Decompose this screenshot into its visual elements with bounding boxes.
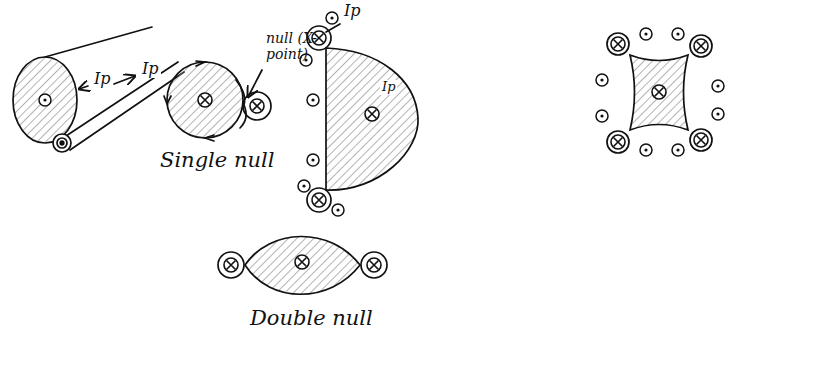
current-label: Ip — [140, 60, 161, 78]
shape-caption: Double null — [250, 306, 373, 330]
shape-caption: Single null — [160, 148, 274, 172]
current-label: Ip — [92, 70, 113, 88]
current-label: Ip — [344, 2, 361, 20]
current-label: Ip — [380, 80, 397, 95]
x-point-note: null (X-point) — [266, 30, 338, 62]
